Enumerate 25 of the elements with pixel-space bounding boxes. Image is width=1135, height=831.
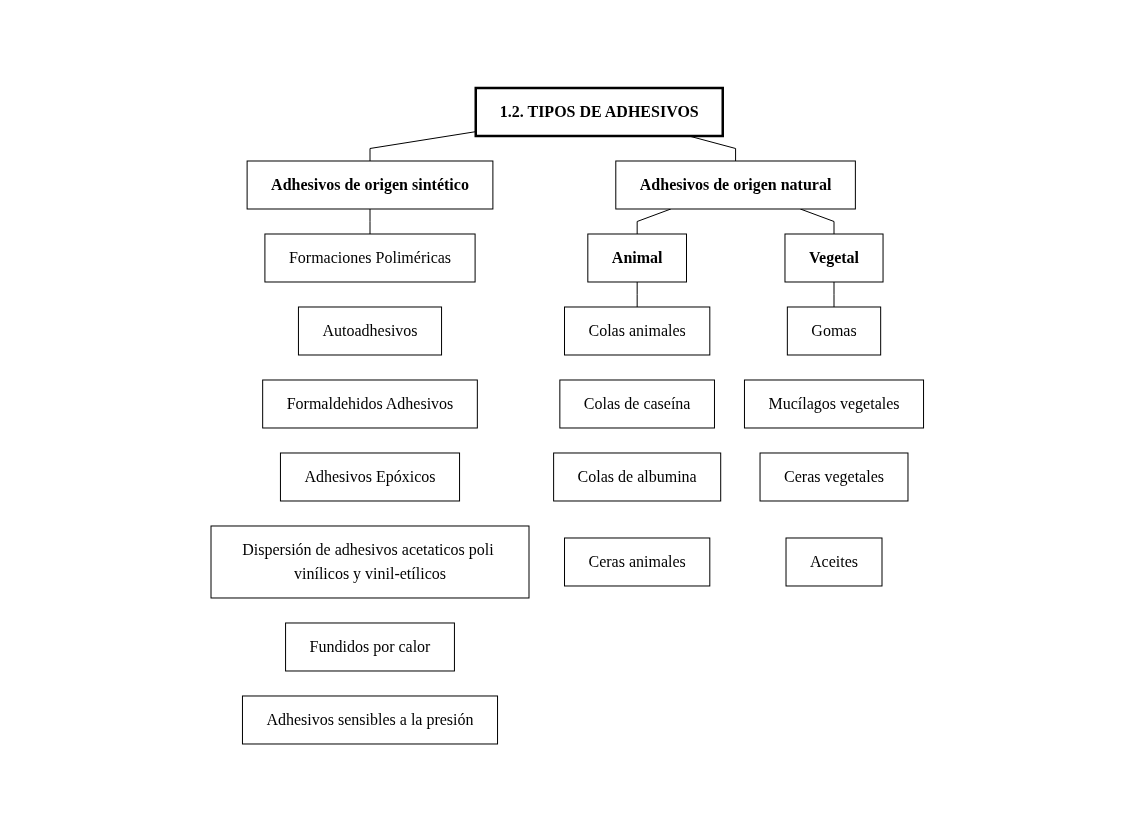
node-box: Aceites [785,537,883,586]
node-box: Adhesivos de origen sintético [246,160,494,209]
node-box: Adhesivos de origen natural [615,160,857,209]
connector [636,281,638,307]
node-box: Gomas [787,306,882,355]
connector [833,281,835,307]
node-box: Colas animales [564,306,711,355]
node-box: Formaldehidos Adhesivos [262,379,479,428]
connector [369,208,371,234]
node-box: Vegetal [784,233,884,282]
node-box: Dispersión de adhesivos acetaticos poli vinílicos y vinil-etílicos [210,525,530,598]
node-box: 1.2. TIPOS DE ADHESIVOS [474,86,725,137]
connector [800,208,835,234]
node-box: Colas de albumina [553,452,722,501]
node-box: Mucílagos vegetales [744,379,925,428]
node-box: Autoadhesivos [298,306,443,355]
node-box: Fundidos por calor [285,622,456,671]
node-box: Adhesivos sensibles a la presión [242,695,499,744]
node-box: Ceras vegetales [759,452,909,501]
connector [636,208,672,234]
node-box: Adhesivos Epóxicos [280,452,461,501]
node-box: Ceras animales [564,537,711,586]
node-box: Formaciones Poliméricas [264,233,476,282]
node-box: Colas de caseína [559,379,716,428]
node-box: Animal [587,233,688,282]
